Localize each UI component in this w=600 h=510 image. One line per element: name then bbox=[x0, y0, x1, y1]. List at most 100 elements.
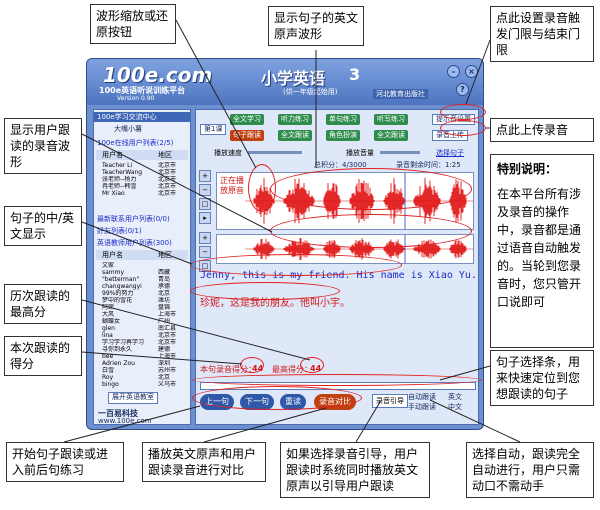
playing-label: 正在播放原音 bbox=[220, 176, 244, 195]
highlight-controls bbox=[192, 386, 362, 410]
help-button[interactable]: ? bbox=[456, 83, 469, 96]
user-row[interactable]: 文家 bbox=[96, 262, 188, 269]
app-title: 小学英语 bbox=[261, 69, 326, 88]
user-row[interactable]: 张老师--杨力北京市 bbox=[96, 176, 188, 183]
callout-compare: 播放英文原声和用户跟读录音进行对比 bbox=[142, 442, 266, 482]
tab-sentence-follow[interactable]: 句子跟读 bbox=[230, 130, 264, 141]
volume-label: 播放音量 bbox=[346, 149, 374, 157]
tab-single-sentence[interactable]: 单句练习 bbox=[326, 114, 360, 125]
zoom-in-icon[interactable]: + bbox=[199, 232, 211, 244]
highlight-upload bbox=[440, 120, 486, 136]
class-col-header: 用户名 地区 bbox=[96, 250, 188, 260]
play-icon[interactable]: ▸ bbox=[199, 212, 211, 224]
speed-slider[interactable] bbox=[248, 151, 302, 154]
user-row[interactable]: TeacherWang 北京市 bbox=[96, 169, 188, 176]
school-list-header[interactable]: 英语教师用户列表(300) bbox=[94, 238, 190, 248]
callout-special: 特别说明： 在本平台所有涉及录音的操作中，录音都是通过语音自动触发的。当轮到您录… bbox=[490, 154, 594, 348]
zoom-reset-icon[interactable]: □ bbox=[199, 198, 211, 210]
user-region: 上海市 bbox=[158, 311, 177, 318]
special-body: 在本平台所有涉及录音的操作中，录音都是通过语音自动触发的。当轮到您录音时，您只管… bbox=[497, 187, 582, 309]
user-row[interactable]: 阿荣盘锦 bbox=[96, 304, 188, 311]
user-row[interactable]: 冉老师--韩雪北京市 bbox=[96, 183, 188, 190]
tab-full-follow[interactable]: 全文跟读 bbox=[278, 130, 312, 141]
recent-list-header[interactable]: 最新联系用户列表(0/0) bbox=[94, 214, 190, 224]
user-region: 潍坊 bbox=[158, 297, 171, 304]
friends-list-header[interactable]: 好友列表(0/1) bbox=[94, 226, 190, 236]
english-option[interactable]: 英文 bbox=[448, 393, 462, 401]
footer-brand: 一百易科技 bbox=[98, 409, 138, 418]
zoom-in-icon[interactable]: + bbox=[199, 170, 211, 182]
tab-role-play[interactable]: 角色扮演 bbox=[326, 130, 360, 141]
user-name: Adrien Zou bbox=[102, 360, 135, 367]
highlight-sentence-bar bbox=[192, 374, 482, 386]
user-region: 北京市 bbox=[158, 183, 177, 190]
user-row[interactable]: "betterman"青岛 bbox=[96, 276, 188, 283]
lesson-label[interactable]: 第1课 bbox=[200, 124, 227, 135]
tab-full-follow-2[interactable]: 全文跟读 bbox=[374, 130, 408, 141]
volume-slider[interactable] bbox=[380, 151, 420, 154]
callout-wave-zoom: 波形缩放或还原按钮 bbox=[90, 4, 176, 44]
user-name: 蝴蝶女 bbox=[102, 318, 121, 325]
open-classroom-button[interactable]: 展开英语教室 bbox=[108, 392, 158, 404]
close-button[interactable]: × bbox=[465, 65, 478, 78]
user-name: lina bbox=[102, 332, 113, 339]
user-region: 北京市 bbox=[158, 169, 177, 176]
footer-url[interactable]: www.100e.com bbox=[98, 417, 152, 425]
user-region: 青岛 bbox=[158, 276, 171, 283]
guide-button[interactable]: 录音引导 bbox=[372, 394, 408, 408]
version-label: Version 0.90 bbox=[117, 95, 155, 102]
logo: 100e.com bbox=[103, 63, 213, 87]
minimize-button[interactable]: – bbox=[447, 65, 460, 78]
callout-auto: 选择自动，跟读完全自动进行，用户只需动口不需动手 bbox=[466, 442, 594, 498]
edition-label: (供一年级起始用) bbox=[283, 88, 338, 96]
zoom-out-icon[interactable]: − bbox=[199, 246, 211, 258]
tab-listening[interactable]: 听力练习 bbox=[278, 114, 312, 125]
user-row[interactable]: 寻你到永久建德 bbox=[96, 346, 188, 353]
user-region: 建德 bbox=[158, 346, 171, 353]
user-region: 义乌市 bbox=[158, 381, 177, 388]
total-score: 总积分：4/3000 bbox=[314, 161, 367, 169]
user-name: 张老师--杨力 bbox=[102, 176, 137, 183]
manual-follow-option[interactable]: 手动跟读 bbox=[408, 403, 436, 411]
zoom-out-icon[interactable]: − bbox=[199, 184, 211, 196]
tab-full-study[interactable]: 全文学习 bbox=[230, 114, 264, 125]
user-region: 西藏 bbox=[158, 269, 171, 276]
col-region: 地区 bbox=[158, 151, 172, 159]
best-score-label: 最高得分： bbox=[272, 365, 312, 374]
select-sentence-link[interactable]: 选择句子 bbox=[436, 149, 464, 157]
callout-upload: 点此上传录音 bbox=[490, 118, 594, 142]
chinese-option[interactable]: 中文 bbox=[448, 403, 462, 411]
center-title[interactable]: 100e学习交流中心 bbox=[94, 112, 190, 122]
highlight-zoom-tools bbox=[248, 164, 276, 212]
user-row[interactable]: 梦中的雪花潍坊 bbox=[96, 297, 188, 304]
user-name: Teacher Li bbox=[102, 162, 133, 169]
highlight-threshold bbox=[440, 104, 486, 120]
tab-dictation[interactable]: 听写练习 bbox=[374, 114, 408, 125]
user-row[interactable]: 99%的努力北京 bbox=[96, 290, 188, 297]
user-region: 承德 bbox=[158, 283, 171, 290]
col-user: 用户名 bbox=[102, 151, 123, 159]
user-name: 阿荣 bbox=[102, 304, 115, 311]
user-region: 南汇县 bbox=[158, 325, 177, 332]
user-name: 白雪 bbox=[102, 367, 115, 374]
user-name: TeacherWang bbox=[102, 169, 143, 176]
user-row[interactable]: 大风上海市 bbox=[96, 311, 188, 318]
online-list-header[interactable]: 100e在线用户列表(2/5) bbox=[94, 138, 190, 148]
callout-start: 开始句子跟读或进入前后句练习 bbox=[6, 442, 124, 482]
current-user: 大嘴小薯 bbox=[114, 125, 142, 133]
user-row[interactable]: 白雪苏州市 bbox=[96, 367, 188, 374]
user-name: 99%的努力 bbox=[102, 290, 134, 297]
auto-follow-option[interactable]: 自动跟读 bbox=[408, 393, 436, 401]
grade-number: 3 bbox=[349, 65, 361, 84]
user-row[interactable]: 学习学习再学习北京市 bbox=[96, 339, 188, 346]
